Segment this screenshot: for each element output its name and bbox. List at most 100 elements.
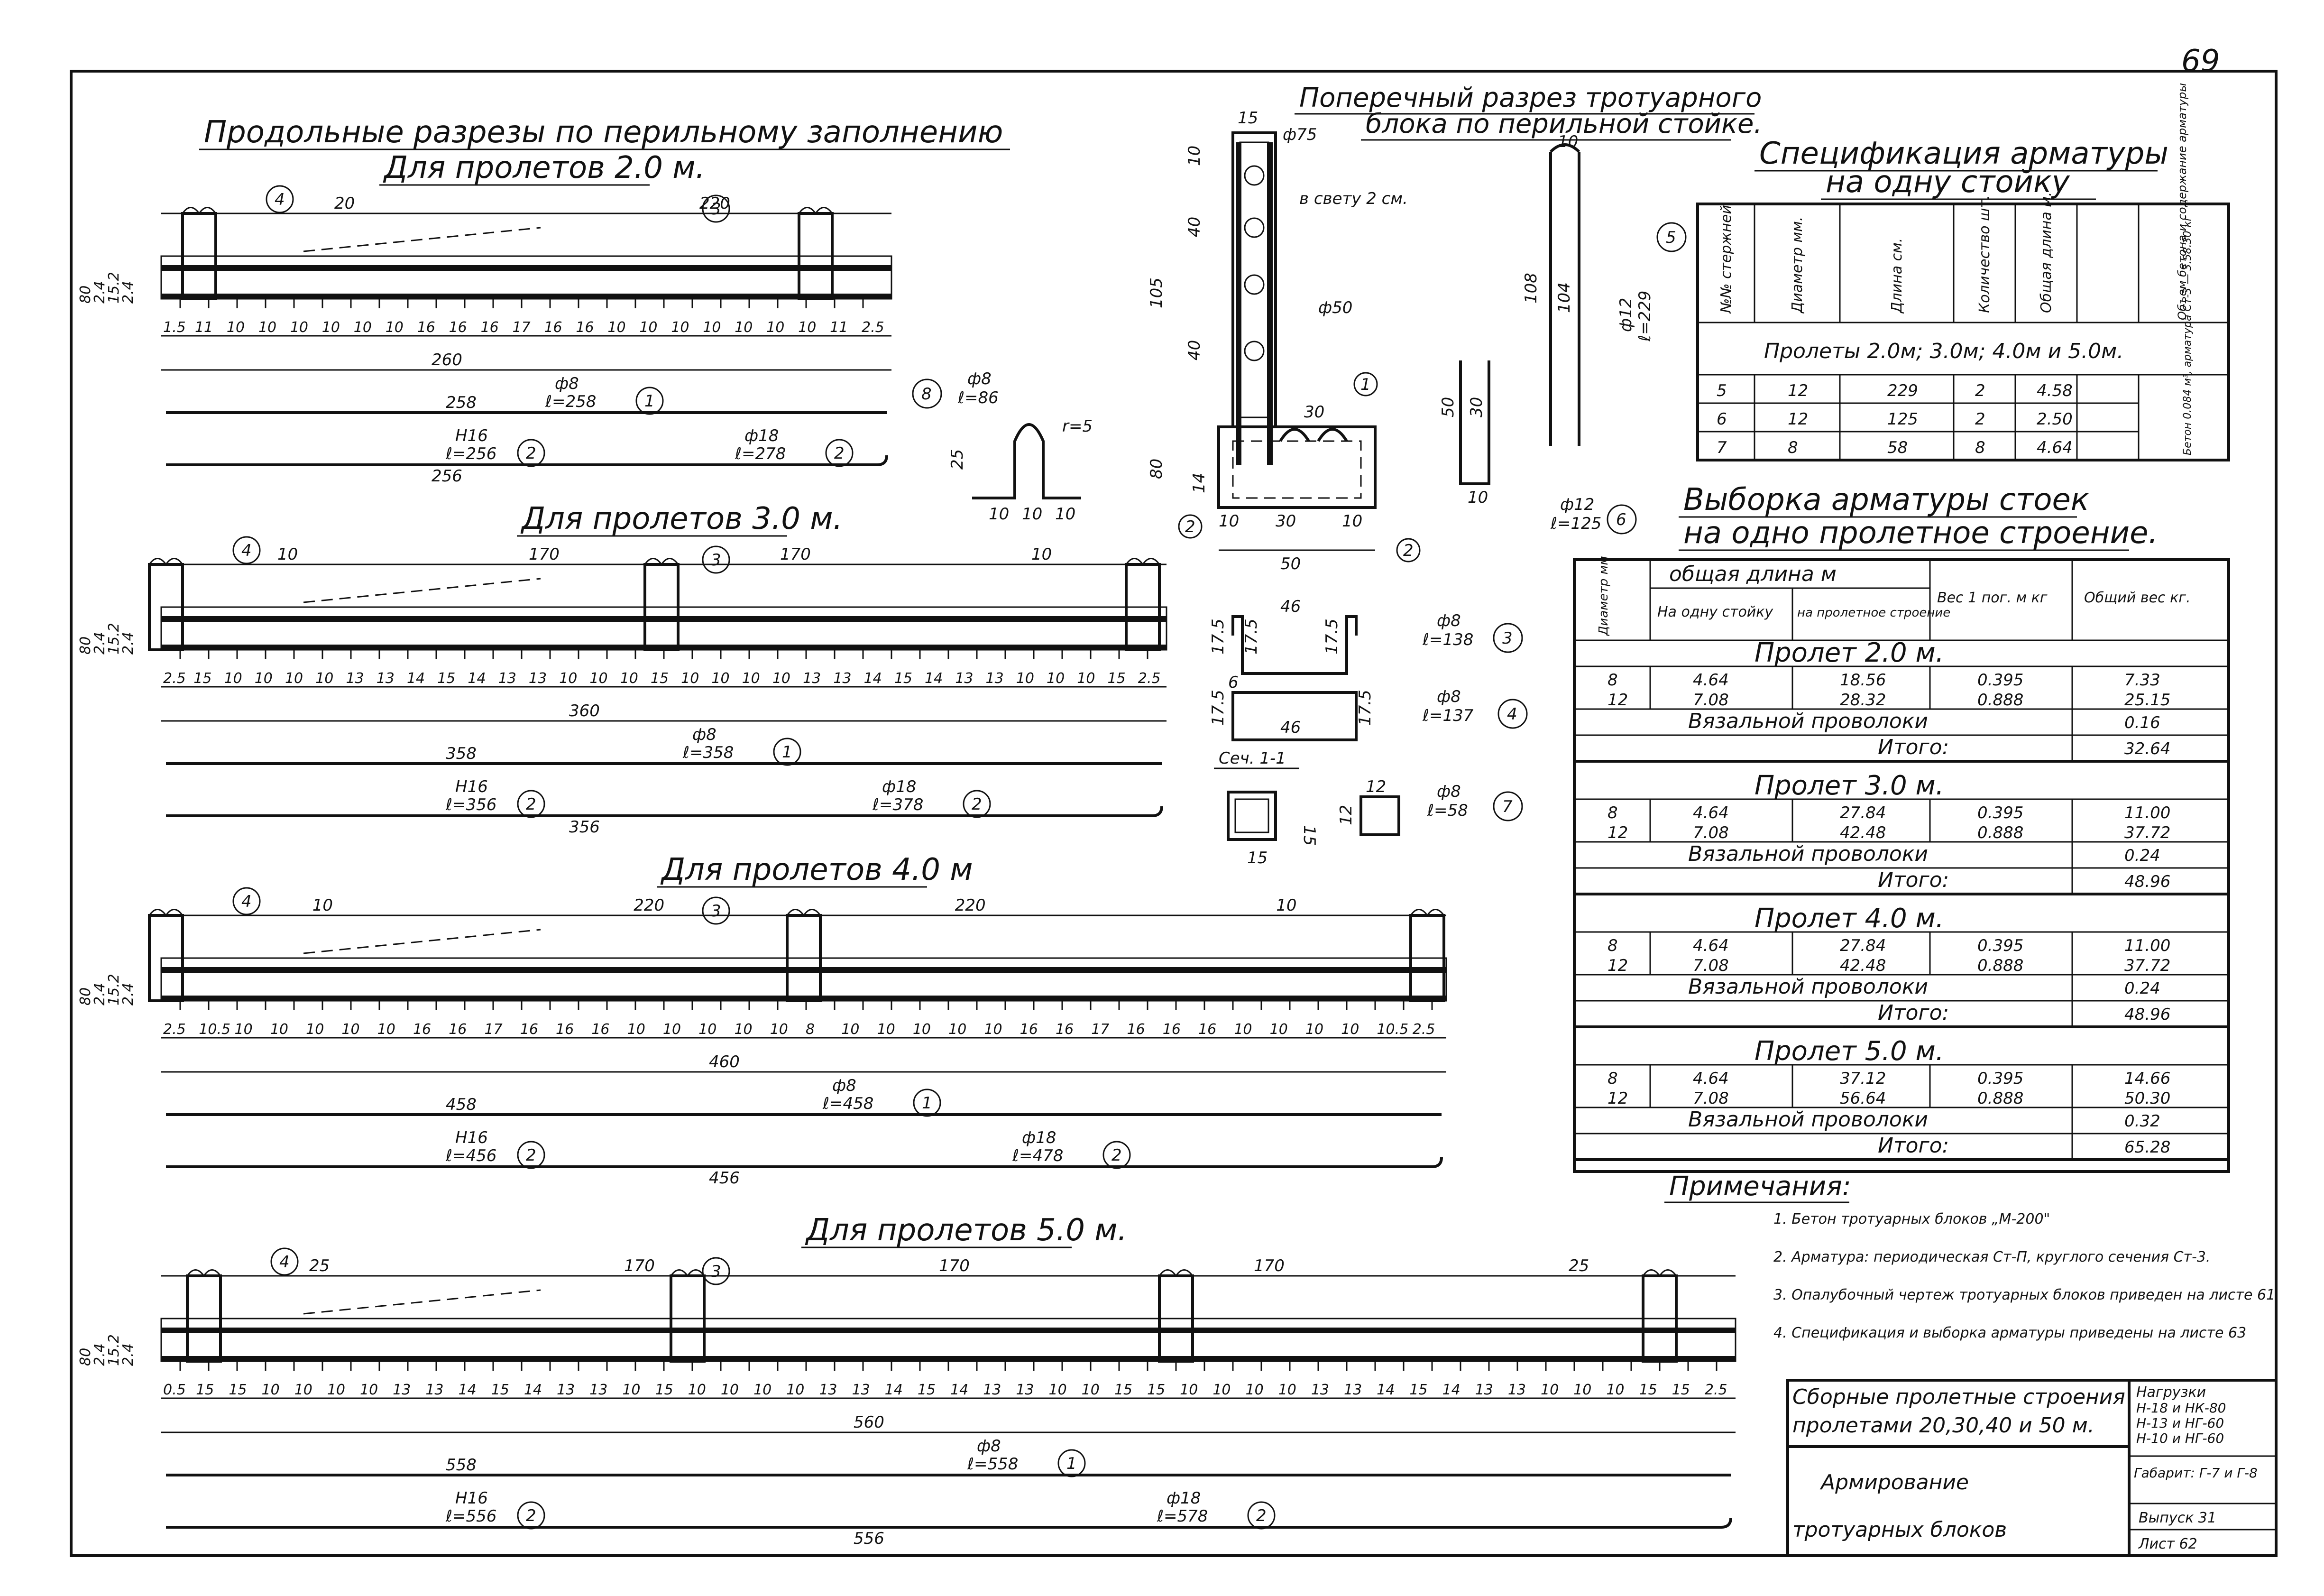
bar3-h2: 17.5 xyxy=(1323,618,1341,655)
tb-gabarit: Габарит: Г-7 и Г-8 xyxy=(2134,1465,2258,1481)
sel-cell: 0.395 xyxy=(1977,936,2023,955)
cs-d75: ф75 xyxy=(1283,125,1317,144)
note-item: 4. Спецификация и выборка арматуры приве… xyxy=(1773,1325,2246,1341)
bottom-dim: 10 xyxy=(798,319,816,336)
sel-cell: 4.64 xyxy=(1693,671,1729,690)
bottom-dim: 14 xyxy=(1377,1382,1395,1398)
sel-cell: 18.56 xyxy=(1840,671,1886,690)
tb-line2: пролетами 20,30,40 и 50 м. xyxy=(1792,1413,2094,1438)
long-section-heading: Для пролетов 3.0 м. xyxy=(520,501,843,536)
callout-2b: 2 xyxy=(1111,1146,1122,1165)
bar3-note: ℓ=578 xyxy=(1157,1507,1208,1526)
bottom-dim: 13 xyxy=(529,670,547,687)
sel-cell: 37.72 xyxy=(2124,823,2170,842)
bottom-dim: 10 xyxy=(913,1021,931,1038)
bottom-dim: 10 xyxy=(1278,1382,1296,1398)
sel-cell: 0.888 xyxy=(1977,691,2023,710)
page-number: 69 xyxy=(2181,44,2220,79)
note-item: 3. Опалубочный чертеж тротуарных блоков … xyxy=(1773,1287,2275,1303)
bottom-dim: 16 xyxy=(520,1021,538,1038)
top-dim: 10 xyxy=(312,896,333,915)
sel-h-weight: Вес 1 пог. м кг xyxy=(1937,590,2048,606)
tb-name1: Армирование xyxy=(1819,1470,1969,1495)
top-dim: 170 xyxy=(624,1256,655,1275)
bottom-dim: 16 xyxy=(1163,1021,1181,1038)
sel-cell: 14.66 xyxy=(2124,1069,2170,1088)
spec-cell: 125 xyxy=(1887,410,1918,429)
spec-cell: 12 xyxy=(1788,410,1808,429)
bar5-top: 10 xyxy=(1558,132,1578,151)
top-dim: 10 xyxy=(1031,545,1052,564)
callout-1-circle xyxy=(1057,1449,1086,1477)
vdim: 2.4 xyxy=(92,632,108,655)
cs-h105: 105 xyxy=(1147,277,1166,308)
bar1-tag: ф8 xyxy=(555,374,579,393)
sel-cell: 12 xyxy=(1608,691,1628,710)
bar3-tag: ф18 xyxy=(744,426,779,445)
bottom-dim: 0.5 xyxy=(163,1382,186,1398)
callout-2a: 2 xyxy=(526,795,536,814)
bottom-dim: 8 xyxy=(806,1021,815,1038)
bottom-dim: 2.5 xyxy=(163,670,186,687)
cross-section-title-2: блока по перильной стойке. xyxy=(1366,109,1762,139)
sel-cell: 0.395 xyxy=(1977,803,2023,822)
bar3-tag: ф18 xyxy=(1022,1128,1056,1147)
bar3-tag: ф8 xyxy=(1437,611,1461,630)
bar6-a: 50 xyxy=(1439,397,1458,417)
bottom-dim: 16 xyxy=(556,1021,574,1038)
bottom-dim: 13 xyxy=(955,670,973,687)
bottom-dim: 10 xyxy=(770,1021,788,1038)
sel-total: 48.96 xyxy=(2124,1005,2170,1024)
bar1-note: ℓ=258 xyxy=(545,392,596,411)
callout-2a-circle xyxy=(517,439,545,467)
bottom-dim: 10 xyxy=(1305,1021,1323,1038)
sel-block-title: Пролет 5.0 м. xyxy=(1754,1036,1944,1067)
spec-cell: 7 xyxy=(1717,438,1727,457)
vdim: 2.4 xyxy=(120,281,137,304)
bottom-dim: 14 xyxy=(407,670,425,687)
sel-total-label: Итого: xyxy=(1878,868,1949,892)
callout-1-circle xyxy=(773,738,801,766)
bottom-dim: 10 xyxy=(703,319,721,336)
top-dim: 220 xyxy=(634,896,664,915)
sel-cell: 7.08 xyxy=(1693,823,1729,842)
beam-outline xyxy=(160,1318,1736,1362)
bar6-b: 30 xyxy=(1467,397,1486,417)
sel-cell: 12 xyxy=(1608,823,1628,842)
bottom-dim: 15 xyxy=(651,670,669,687)
vdim: 2.4 xyxy=(92,281,108,304)
sel-cell: 0.395 xyxy=(1977,671,2023,690)
bar2-tag: H16 xyxy=(455,777,488,796)
callout-2a: 2 xyxy=(526,1146,536,1165)
sel-wire-weight: 0.24 xyxy=(2124,846,2160,865)
cross-section-title-1: Поперечный разрез тротуарного xyxy=(1299,83,1762,113)
sel-h-one: На одну стойку xyxy=(1657,604,1773,620)
center-mark: 556 xyxy=(854,1529,884,1548)
bottom-dim: 15 xyxy=(196,1382,214,1398)
bottom-dim: 16 xyxy=(481,319,499,336)
bottom-dim: 16 xyxy=(576,319,594,336)
callout-4-circle xyxy=(232,536,261,564)
bar4-tag: ф8 xyxy=(1437,687,1461,706)
bottom-dim: 15 xyxy=(918,1382,936,1398)
section-1-1-label: Сеч. 1-1 xyxy=(1219,749,1286,768)
callout-1: 1 xyxy=(644,392,655,411)
top-dim: 220 xyxy=(699,194,730,213)
sel-wire: Вязальной проволоки xyxy=(1688,842,1928,866)
bar1-tag: ф8 xyxy=(832,1076,856,1095)
callout-2b-circle xyxy=(1102,1141,1131,1169)
bottom-dim: 15 xyxy=(655,1382,673,1398)
cs-light: в свету 2 см. xyxy=(1299,189,1408,208)
cs-marker-2a: 2 xyxy=(1185,517,1195,536)
bottom-dim: 10 xyxy=(1047,670,1065,687)
sel-cell: 8 xyxy=(1608,1069,1618,1088)
bottom-dim: 13 xyxy=(425,1382,443,1398)
vdim: 15.2 xyxy=(106,272,122,304)
vdim: 2.4 xyxy=(120,632,137,655)
spec-cell: 6 xyxy=(1717,410,1727,429)
bottom-dim: 10 xyxy=(290,319,308,336)
spec-cell: 2.50 xyxy=(2037,410,2073,429)
sel-cell: 8 xyxy=(1608,936,1618,955)
selection-title-2: на одно пролетное строение. xyxy=(1683,516,2158,551)
bottom-dim: 16 xyxy=(591,1021,609,1038)
